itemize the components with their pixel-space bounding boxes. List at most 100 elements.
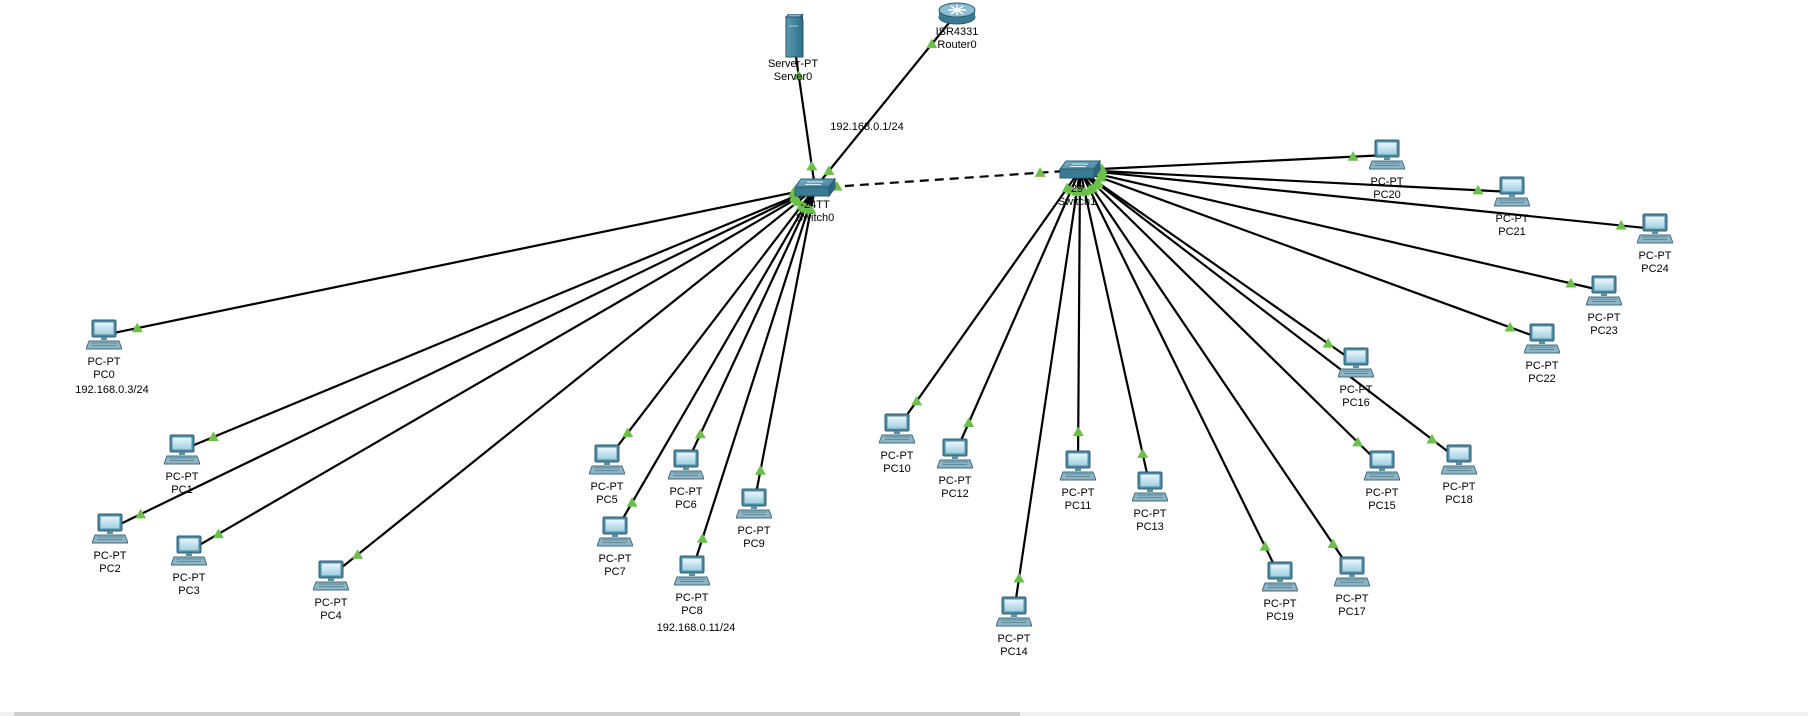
- port-light-pc10: [911, 395, 923, 406]
- port-light-pc15: [1352, 436, 1364, 447]
- link-switch-1-pc16[interactable]: [1079, 169, 1357, 364]
- port-light-pc20: [1347, 151, 1359, 161]
- link-switch-0-pc8[interactable]: [690, 187, 817, 572]
- link-switch-1-pc22[interactable]: [1079, 168, 1543, 341]
- link-switch-0-pc1[interactable]: [181, 186, 816, 452]
- device-type-label: PC-PT: [1443, 481, 1476, 493]
- device-type-label: PC-PT: [88, 356, 121, 368]
- switch-icon: [1059, 160, 1101, 179]
- device-type-label: -24TT: [800, 199, 830, 211]
- link-switch-0-pc3[interactable]: [188, 187, 816, 552]
- note-pc8-ip[interactable]: 192.168.0.11/24: [657, 622, 736, 634]
- device-name-label: PC14: [1000, 646, 1028, 658]
- pc-icon: [1334, 556, 1370, 587]
- device-name-label: PC9: [743, 538, 764, 550]
- link-switch-1-pc20[interactable]: [1079, 153, 1388, 172]
- device-name-label: PC1: [171, 484, 192, 496]
- device-type-label: PC-PT: [599, 553, 632, 565]
- device-type-label: PC-PT: [939, 475, 972, 487]
- port-light-switch-0-to-server-0: [806, 160, 818, 171]
- link-switch-1-pc19[interactable]: [1079, 169, 1281, 578]
- link-switch-1-pc21[interactable]: [1079, 168, 1513, 194]
- port-light-pc21: [1472, 184, 1484, 195]
- link-switch-0-pc6[interactable]: [685, 187, 816, 466]
- link-switch-1-pc10[interactable]: [896, 169, 1081, 430]
- link-switch-1-pc18[interactable]: [1079, 169, 1460, 461]
- port-light-pc16: [1322, 338, 1334, 348]
- pc-icon: [1524, 323, 1560, 354]
- device-name-label: PC22: [1528, 373, 1556, 385]
- link-switch-0-pc2[interactable]: [109, 187, 816, 530]
- device-name-label: PC21: [1498, 226, 1526, 238]
- device-type-label: PC-PT: [1062, 487, 1095, 499]
- device-name-label: PC7: [604, 566, 625, 578]
- link-switch-1-pc23[interactable]: [1079, 168, 1605, 293]
- link-switch-1-pc24[interactable]: [1079, 168, 1656, 231]
- port-light-switch-0-to-router-0: [823, 165, 835, 176]
- device-type-label: PC-PT: [1639, 250, 1672, 262]
- link-switch-1-pc14[interactable]: [1012, 169, 1082, 613]
- link-switch-1-pc11[interactable]: [1076, 169, 1082, 467]
- pc-icon: [1586, 275, 1622, 306]
- device-name-label: PC5: [596, 494, 617, 506]
- device-type-label: PC-PT: [1526, 360, 1559, 372]
- link-switch-0-pc5[interactable]: [606, 187, 816, 461]
- switch-icon: [794, 178, 836, 197]
- device-name-label: PC23: [1590, 325, 1618, 337]
- pc-icon: [1364, 450, 1400, 481]
- pc-icon: [164, 434, 200, 465]
- link-switch-0-pc7[interactable]: [614, 187, 816, 533]
- link-switch-1-pc13[interactable]: [1078, 169, 1152, 488]
- link-switch-1-pc12[interactable]: [953, 169, 1082, 455]
- link-switch-0-pc9[interactable]: [752, 187, 817, 505]
- note-router-ip[interactable]: 192.168.0.1/24: [830, 121, 903, 133]
- note-pc0-ip[interactable]: 192.168.0.3/24: [75, 384, 148, 396]
- pc-icon: [597, 516, 633, 547]
- device-type-label: Server-PT: [768, 58, 818, 70]
- device-type-label: PC-PT: [1340, 384, 1373, 396]
- link-switch-0-pc4[interactable]: [330, 187, 816, 577]
- pc-icon: [1060, 450, 1096, 481]
- link-switch-0-pc0[interactable]: [103, 186, 816, 337]
- pc-icon: [86, 319, 122, 350]
- device-name-label: Switch0: [796, 212, 835, 224]
- horizontal-scrollbar-thumb[interactable]: [14, 712, 1020, 716]
- link-switch-1-pc17[interactable]: [1079, 169, 1353, 573]
- link-switch-0-router-0[interactable]: [814, 12, 958, 189]
- link-switch-1-pc15[interactable]: [1079, 169, 1383, 467]
- port-light-pc24: [1615, 220, 1627, 230]
- device-type-label: 29: [1071, 183, 1083, 195]
- device-name-label: PC11: [1065, 500, 1092, 512]
